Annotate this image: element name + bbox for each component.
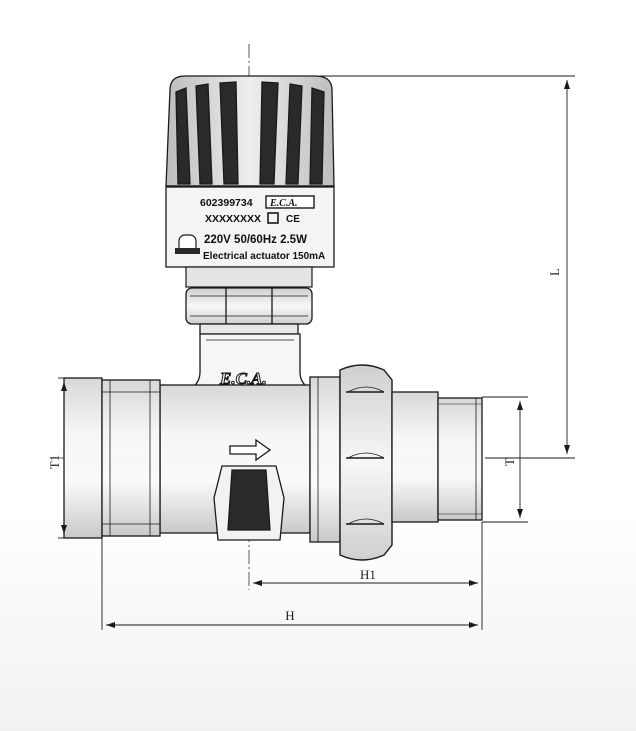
dimension-label-H1: H1: [360, 567, 376, 582]
flow-direction-icon: [229, 438, 272, 462]
label-logo-text: E.C.A.: [269, 198, 298, 209]
union-hex-nut: [339, 364, 393, 561]
union-collar: [309, 376, 341, 543]
left-threaded-end: [63, 377, 161, 539]
actuator-knob: [165, 75, 335, 187]
dimension-label-L: L: [547, 268, 562, 276]
label-description: Electrical actuator 150mA: [203, 251, 325, 262]
double-insulation-icon: [267, 212, 279, 224]
hex-connector-nut: [185, 287, 313, 335]
dimension-label-H: H: [285, 608, 294, 623]
right-tail-piece: [391, 391, 483, 523]
dimension-lines: [58, 75, 575, 630]
ce-mark: CE: [286, 214, 300, 225]
dimension-label-T: T: [502, 458, 517, 466]
label-part-number: 602399734: [200, 197, 253, 209]
label-rating: 220V 50/60Hz 2.5W: [204, 234, 307, 246]
bottom-lug: [213, 465, 285, 541]
label-serial: XXXXXXXX: [205, 213, 261, 225]
dimension-label-T1: T1: [47, 455, 62, 469]
label-eca-logo: E.C.A.: [265, 195, 315, 209]
body-eca-logo: E.C.A.: [219, 369, 267, 388]
